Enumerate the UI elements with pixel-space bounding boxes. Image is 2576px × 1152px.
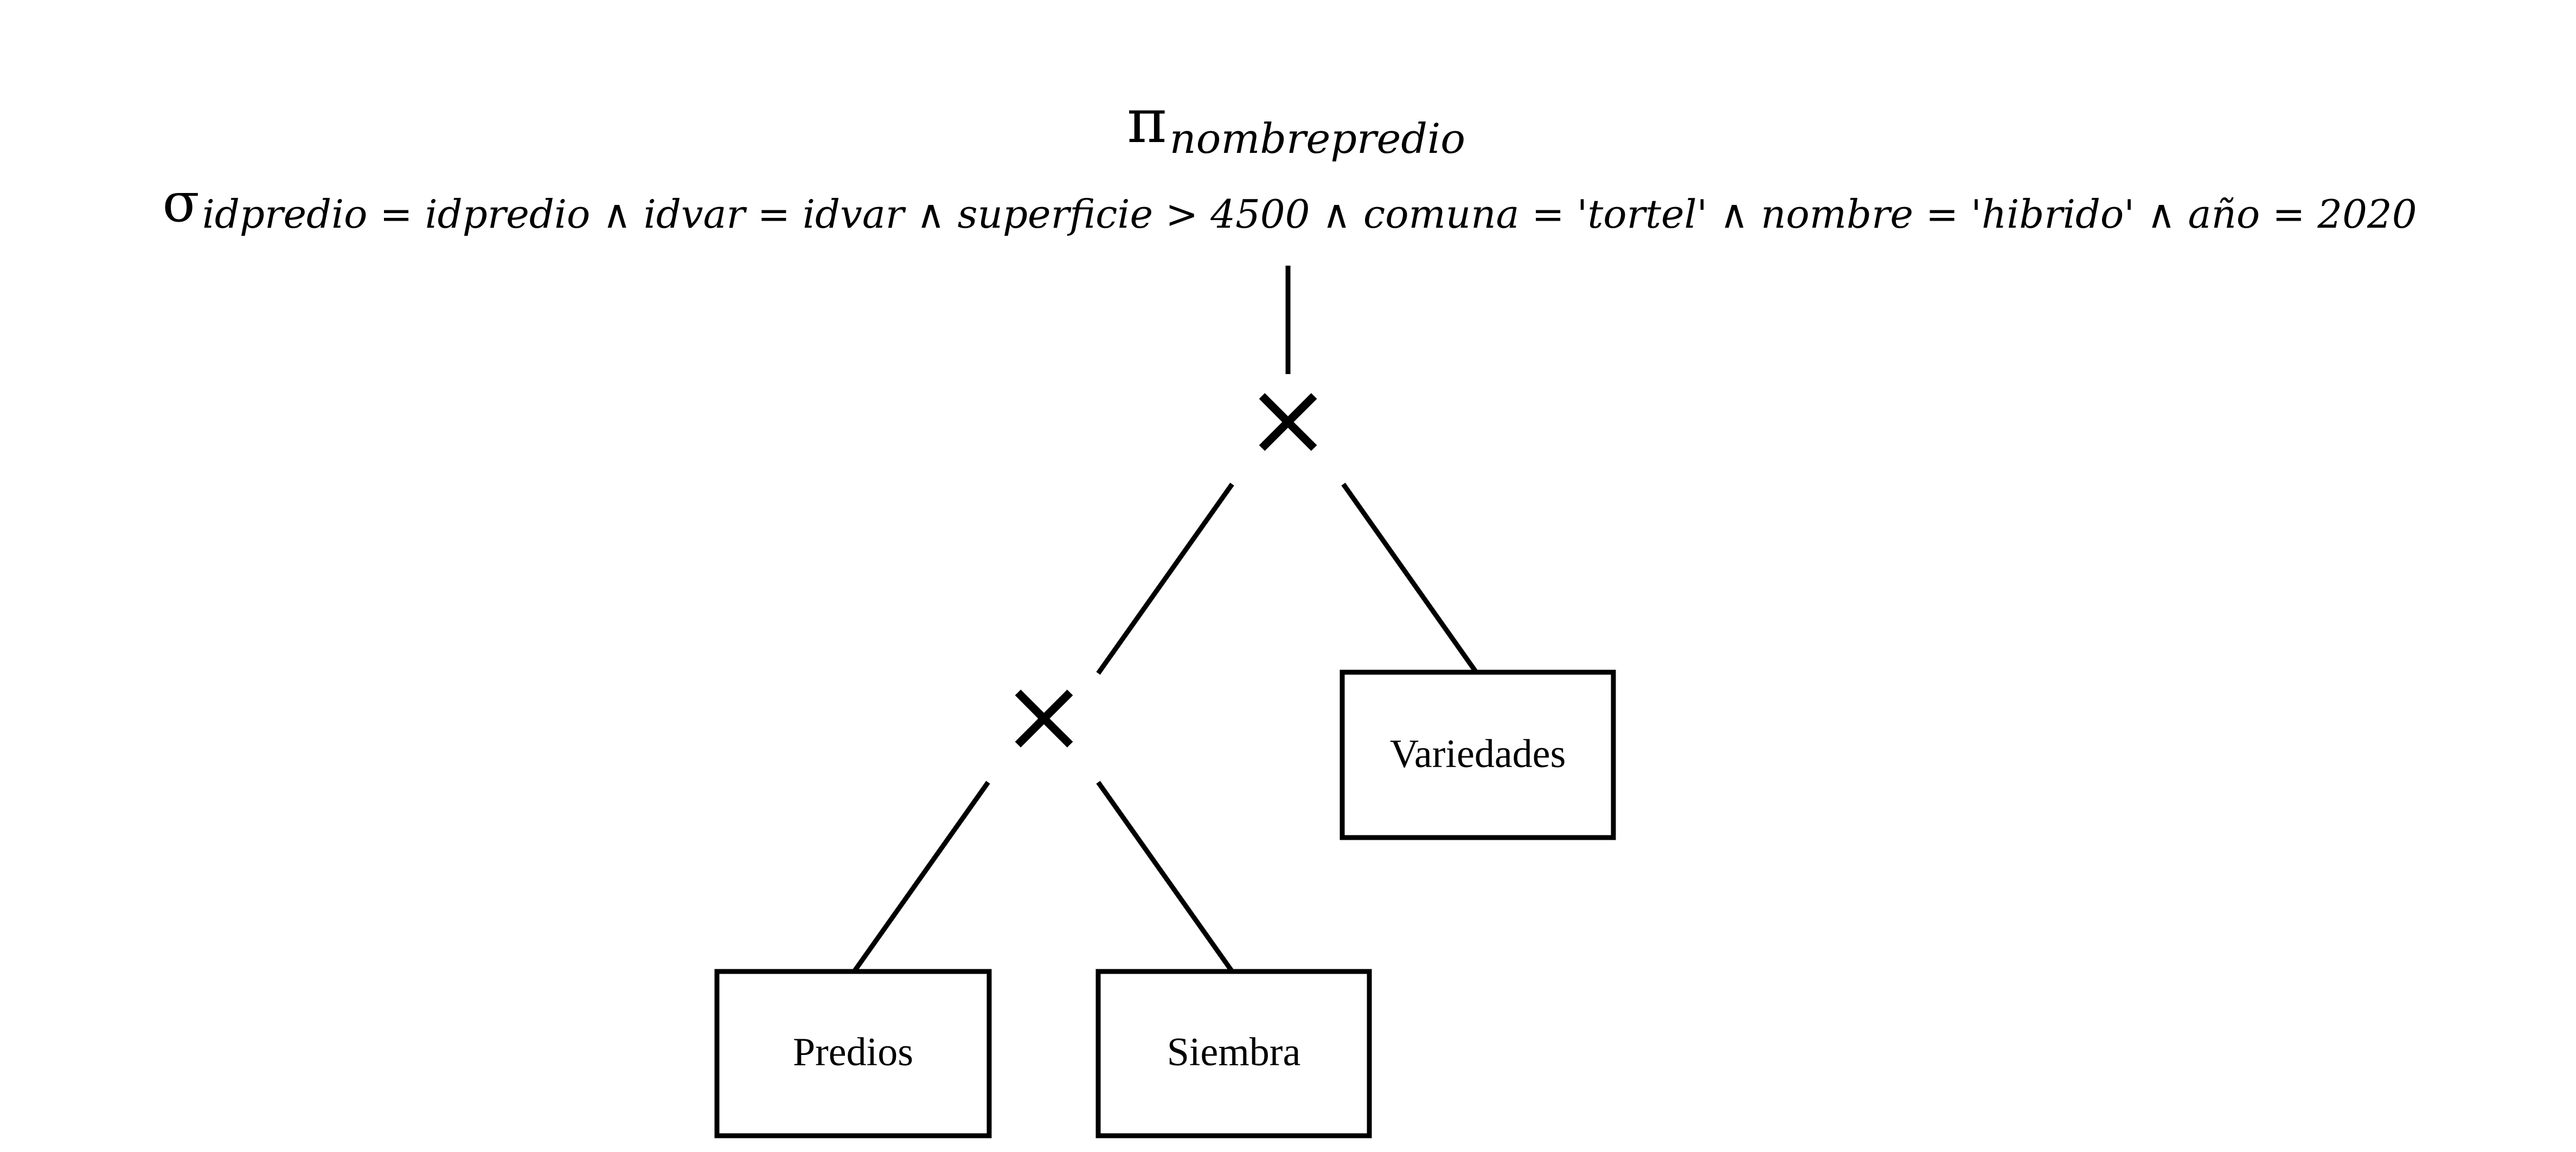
edge-upper-join-to-lower-join bbox=[1096, 482, 1234, 675]
projection-subscript: nombrepredio bbox=[1170, 114, 1465, 163]
selection-symbol: σ bbox=[162, 171, 199, 234]
relation-label-siembra: Siembra bbox=[1167, 1030, 1301, 1074]
relation-label-predios: Predios bbox=[793, 1030, 913, 1074]
projection-symbol: π bbox=[1127, 86, 1167, 157]
selection-operator: σ idpredio = idpredio ∧ idvar = idvar ∧ … bbox=[162, 171, 2417, 237]
projection-operator: π nombrepredio bbox=[1127, 86, 1465, 163]
edge-lower-join-to-siembra bbox=[1096, 781, 1234, 973]
upper-join-symbol: × bbox=[1245, 359, 1331, 479]
relation-label-variedades: Variedades bbox=[1390, 732, 1566, 776]
relation-box-variedades: Variedades bbox=[1340, 670, 1616, 840]
edge-lower-join-to-predios bbox=[852, 781, 990, 973]
relation-box-siembra: Siembra bbox=[1095, 969, 1372, 1138]
edge-upper-join-to-variedades bbox=[1341, 482, 1478, 674]
relation-box-predios: Predios bbox=[714, 969, 992, 1138]
selection-condition: idpredio = idpredio ∧ idvar = idvar ∧ su… bbox=[202, 191, 2417, 237]
lower-join-symbol: × bbox=[1001, 655, 1087, 775]
